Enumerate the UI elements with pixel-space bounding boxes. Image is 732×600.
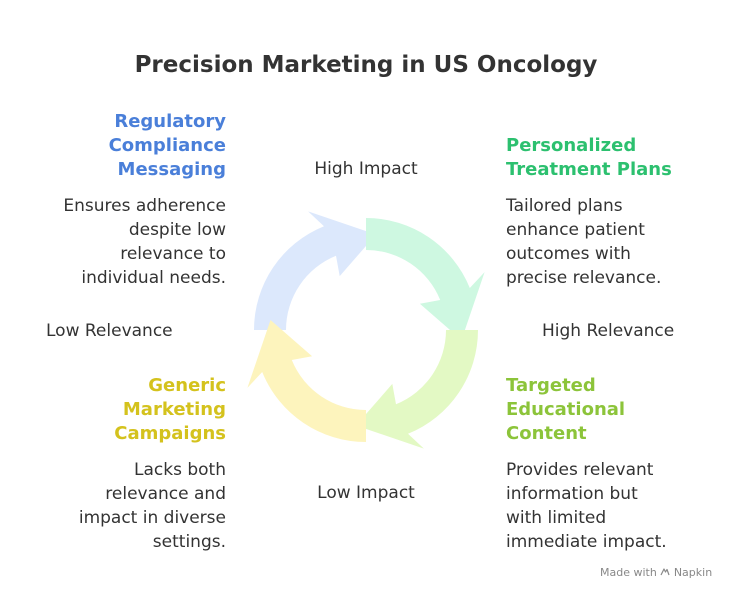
description-line: outcomes with [506, 244, 631, 264]
heading-line: Personalized [506, 135, 637, 156]
description-line: relevance to [120, 244, 226, 264]
description-line: impact in diverse [78, 508, 226, 528]
description-line: settings. [152, 532, 226, 552]
heading-line: Marketing [122, 399, 226, 420]
description-line: relevance and [105, 484, 226, 504]
description-line: immediate impact. [506, 532, 667, 552]
napkin-logo-icon [660, 567, 670, 577]
heading-line: Treatment Plans [506, 159, 672, 180]
axis-label-high-relevance: High Relevance [542, 321, 675, 341]
heading-line: Messaging [117, 159, 226, 180]
description-line: Lacks both [134, 460, 226, 480]
heading-line: Targeted [506, 375, 596, 396]
description-line: individual needs. [81, 268, 226, 288]
page-title: Precision Marketing in US Oncology [134, 52, 598, 78]
made-with-text: Made with [600, 566, 657, 579]
description-line: Ensures adherence [63, 196, 226, 216]
made-with-napkin-footer: Made with Napkin [600, 566, 712, 579]
cycle-segment-bottom-right [356, 330, 478, 449]
description-line: Tailored plans [506, 196, 623, 216]
cycle-diagram [247, 211, 485, 449]
axis-label-high-impact: High Impact [314, 159, 418, 179]
heading-line: Content [506, 423, 587, 444]
heading-line: Compliance [108, 135, 226, 156]
heading-line: Campaigns [114, 423, 226, 444]
heading-line: Educational [506, 399, 626, 420]
description-line: with limited [506, 508, 607, 528]
cycle-segment-top-left [254, 211, 376, 330]
axis-label-low-impact: Low Impact [317, 483, 415, 503]
axis-label-low-relevance: Low Relevance [46, 321, 173, 341]
cycle-segment-bottom-left [247, 320, 366, 442]
targeted-educational-heading: Targeted Educational Content [506, 374, 706, 446]
personalized-treatment-heading: Personalized Treatment Plans [506, 134, 706, 182]
regulatory-compliance-heading: Regulatory Compliance Messaging [60, 110, 226, 182]
generic-marketing-heading: Generic Marketing Campaigns [60, 374, 226, 446]
personalized-treatment-description: Tailored plans enhance patient outcomes … [506, 194, 716, 290]
description-line: enhance patient [506, 220, 645, 240]
description-line: Provides relevant [506, 460, 654, 480]
heading-line: Generic [148, 375, 226, 396]
targeted-educational-description: Provides relevant information but with l… [506, 458, 716, 554]
regulatory-compliance-description: Ensures adherence despite low relevance … [20, 194, 226, 290]
description-line: despite low [128, 220, 226, 240]
description-line: information but [506, 484, 638, 504]
heading-line: Regulatory [114, 111, 226, 132]
napkin-brand-text: Napkin [673, 566, 713, 579]
generic-marketing-description: Lacks both relevance and impact in diver… [20, 458, 226, 554]
description-line: precise relevance. [506, 268, 662, 288]
cycle-segment-top-right [366, 218, 485, 340]
